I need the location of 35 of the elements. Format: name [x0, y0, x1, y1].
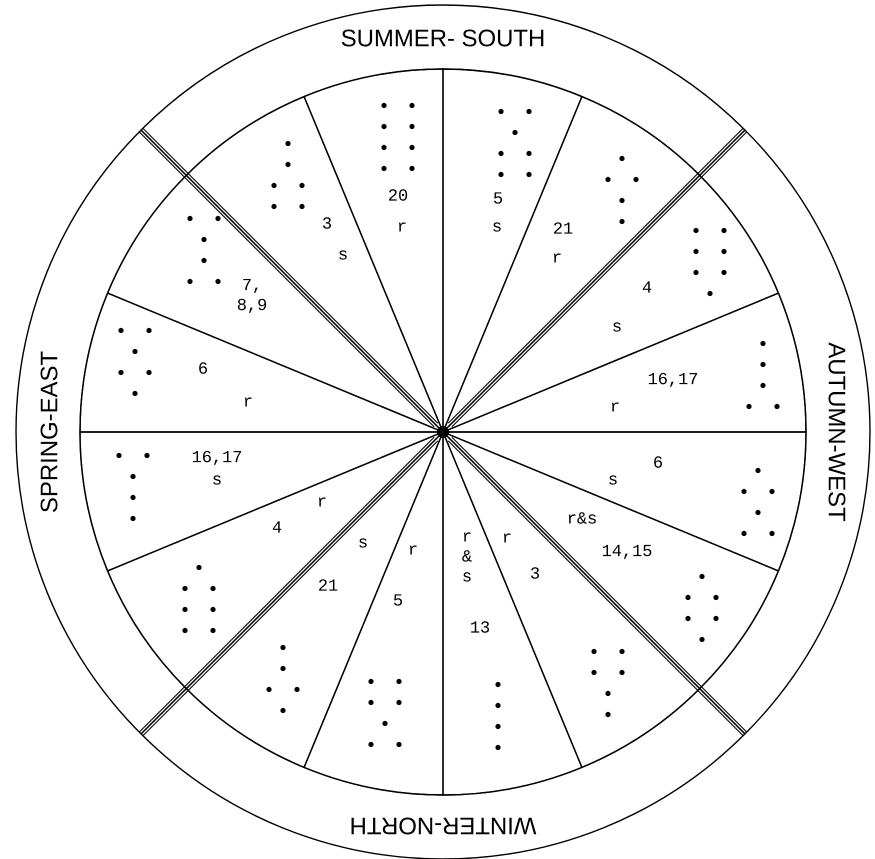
sector-label: r: [554, 253, 561, 263]
ring-band: SUMMER- SOUTH: [140, 4, 746, 176]
sector-label: 4: [642, 281, 652, 293]
sector-label: s: [609, 475, 617, 485]
sector-label: s: [213, 475, 221, 485]
sector-label: 21: [554, 222, 572, 234]
sector-label: 5: [394, 594, 402, 606]
sector-label: r&s: [568, 512, 596, 524]
sector-label: s: [493, 222, 501, 232]
sector-label: 3: [322, 217, 332, 229]
sector-label: 16,17: [192, 450, 242, 466]
sector-label: r: [244, 397, 252, 407]
sector-label: r & s: [462, 532, 472, 582]
sector-label: 4: [272, 521, 282, 533]
ring-band: WINTER-NORTH: [140, 688, 746, 859]
sector-label: 14,15: [602, 544, 652, 560]
sector-label: s: [339, 250, 347, 260]
ring-band: AUTUMN-WEST: [698, 129, 871, 735]
sector-label: r: [612, 402, 619, 412]
sector-label: 16,17: [648, 372, 698, 388]
sector-label: 6: [654, 456, 662, 468]
sector-label: 13: [471, 621, 490, 633]
sector-label: r: [398, 222, 406, 232]
ring-band: SPRING-EAST: [15, 129, 188, 735]
sector-label: 3: [530, 567, 540, 579]
sector-label: s: [613, 322, 621, 332]
sector-label: s: [359, 538, 367, 548]
sector-label: 20: [389, 189, 408, 201]
sector-label: 7, 8,9: [238, 278, 266, 314]
sector-label: r: [504, 533, 511, 543]
sector-label: 6: [199, 362, 207, 374]
sector-label: r: [318, 497, 326, 507]
sector-label: 5: [494, 192, 502, 204]
sector-label: 21: [319, 579, 338, 591]
sector-label: r: [410, 545, 417, 555]
